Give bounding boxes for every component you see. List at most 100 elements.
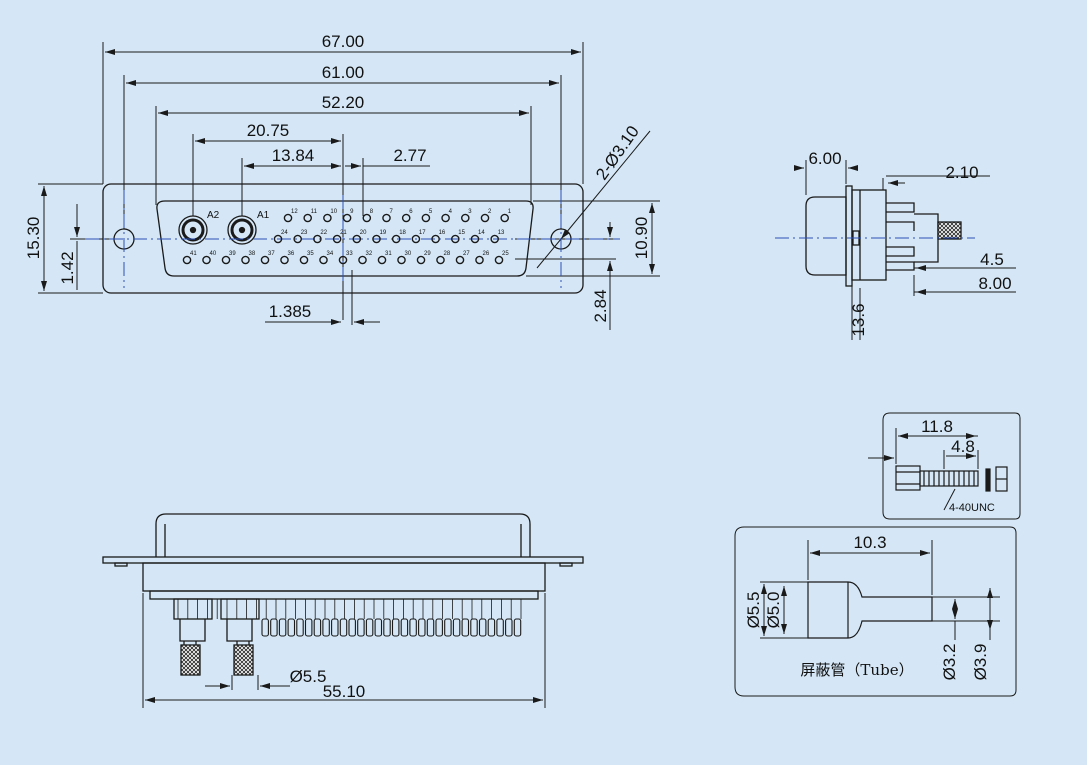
side-screw <box>937 221 962 240</box>
tube-body <box>807 581 933 639</box>
pin-number: 8 <box>370 209 374 215</box>
dim-height-overall: 15.30 <box>24 217 43 260</box>
pin-tail <box>313 618 322 637</box>
pin-contact <box>441 213 450 223</box>
pin-number: 1 <box>508 209 512 215</box>
dim-tube-inner-small: Ø3.2 <box>940 644 959 681</box>
pin-tail <box>374 618 383 637</box>
pin-number: 25 <box>502 251 509 257</box>
pin-number: 6 <box>409 209 413 215</box>
pin-contact <box>338 255 348 265</box>
pin-contact <box>280 255 289 265</box>
pin-contact <box>319 255 328 265</box>
dim-flange: 2.10 <box>945 163 978 182</box>
pin-tail <box>296 618 304 637</box>
pin-tail <box>383 618 391 637</box>
pin-contact <box>303 213 313 223</box>
pin-tail <box>270 618 278 637</box>
pin-number: 30 <box>405 251 412 257</box>
side-view <box>775 160 1016 340</box>
pin-contact <box>241 255 250 265</box>
dim-row-offset: 1.385 <box>269 302 312 321</box>
pin-tail <box>426 618 435 637</box>
dim-pin-pitch: 2.77 <box>393 146 426 165</box>
pin-tails <box>177 599 522 637</box>
tube-frame <box>734 526 1017 697</box>
pin-contact <box>416 255 426 265</box>
pin-number: 36 <box>288 251 295 257</box>
pin-number: 17 <box>419 230 426 236</box>
coax-a2 <box>178 215 208 245</box>
pin-number: 28 <box>444 251 451 257</box>
pin-contact <box>382 213 391 223</box>
coax-label-a2: A2 <box>207 210 220 221</box>
pin-number: 21 <box>340 230 347 236</box>
pin-number: 20 <box>360 230 367 236</box>
tube-detail-labels: 10.3 Ø5.5 Ø5.0 Ø3.2 Ø3.9 屏蔽管（Tube） <box>744 533 990 680</box>
pin-number: 26 <box>483 251 490 257</box>
bottom-body <box>142 562 546 592</box>
pin-number: 24 <box>281 230 288 236</box>
pin-number: 32 <box>366 251 373 257</box>
pin-contact <box>480 213 490 223</box>
bottom-view-labels: Ø5.5 55.10 <box>290 667 366 701</box>
pin-contact <box>299 255 309 265</box>
screw-detail <box>868 412 1021 520</box>
bottom-view <box>102 513 584 708</box>
coax-a2-tail <box>180 644 201 676</box>
pin-number: 22 <box>320 230 327 236</box>
front-view-labels: 67.00 61.00 52.20 20.75 13.84 2.77 1.385… <box>24 32 651 323</box>
side-flange <box>845 185 853 287</box>
pin-number: 4 <box>449 209 453 215</box>
pin-tail <box>278 618 287 637</box>
pin-contact <box>342 213 352 223</box>
dim-rear-length: 8.00 <box>978 274 1011 293</box>
pin-number: 7 <box>390 209 394 215</box>
coax-a1-tail <box>233 644 254 676</box>
pin-contact <box>313 234 322 244</box>
pin-contact <box>332 234 342 244</box>
pin-tail <box>287 618 296 637</box>
coax-label-a1: A1 <box>257 210 270 221</box>
pin-contact <box>358 255 367 265</box>
pin-contact <box>431 234 440 244</box>
pin-contact <box>470 234 480 244</box>
pin-contact <box>500 213 510 223</box>
pin-contact <box>202 255 211 265</box>
dim-pin-extension: 4.5 <box>980 250 1004 269</box>
pin-tail <box>435 618 443 637</box>
pin-contact <box>323 213 332 223</box>
pin-number: 39 <box>229 251 236 257</box>
screw-head <box>895 465 921 491</box>
dim-tube-length: 10.3 <box>853 533 886 552</box>
pin-number: 37 <box>268 251 275 257</box>
pin-tail <box>487 618 496 637</box>
pin-contact <box>273 234 283 244</box>
dim-thread-length: 4.8 <box>951 437 975 456</box>
pin-contact <box>372 234 381 244</box>
dim-shell-depth: 6.00 <box>808 149 841 168</box>
pin-number: 13 <box>498 230 505 236</box>
pin-number: 34 <box>327 251 334 257</box>
pin-contact <box>421 213 431 223</box>
pin-contact <box>460 213 470 223</box>
washer <box>985 468 991 492</box>
front-view <box>38 42 660 330</box>
dim-height: 13.6 <box>849 303 868 336</box>
pin-number: 10 <box>330 209 337 215</box>
side-shell <box>805 196 847 276</box>
pin-tail <box>452 618 461 637</box>
pin-number: 14 <box>478 230 485 236</box>
pin-contact <box>494 255 504 265</box>
pin-contact <box>455 255 465 265</box>
pin-number: 11 <box>311 209 318 215</box>
bottom-flange <box>102 556 584 564</box>
side-view-labels: 6.00 2.10 13.6 4.5 8.00 <box>808 149 1011 337</box>
pin-contact <box>293 234 303 244</box>
pin-number: 23 <box>301 230 308 236</box>
pin-contact <box>490 234 500 244</box>
tube-detail <box>734 526 1017 697</box>
pin-tail <box>331 618 339 637</box>
dim-shell-width: 52.20 <box>322 93 365 112</box>
